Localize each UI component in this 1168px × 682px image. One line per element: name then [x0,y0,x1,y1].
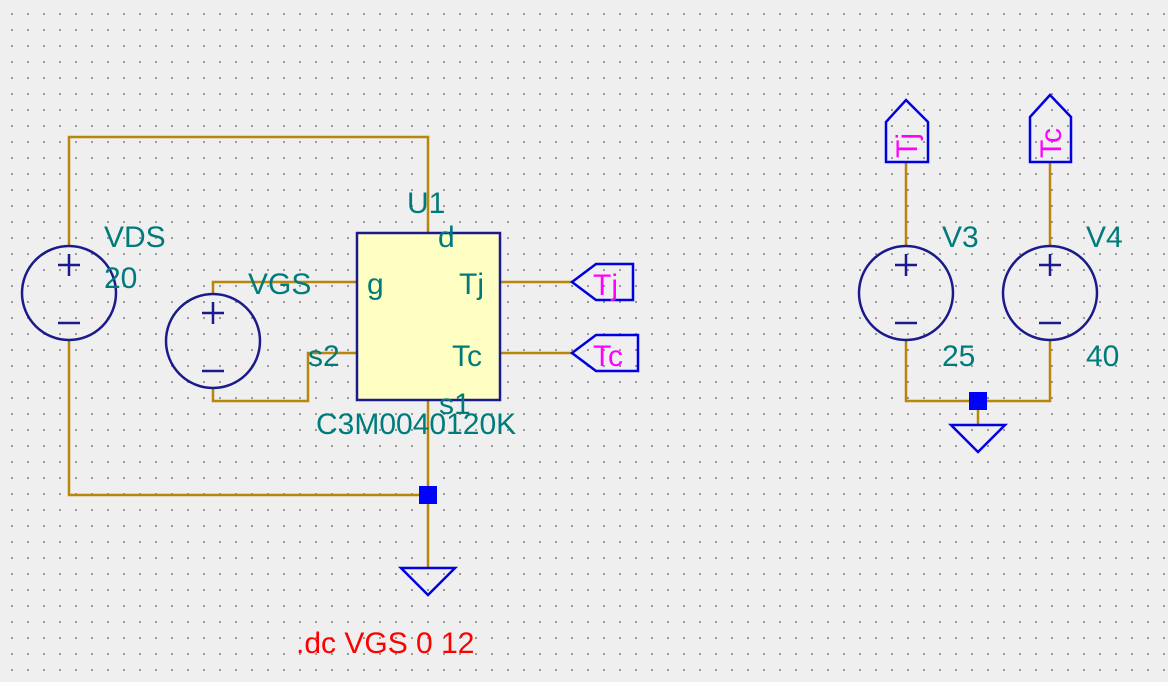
wire-vds-bottom-to-ground-node[interactable] [67,340,428,497]
ground-symbol-main[interactable] [397,566,459,597]
polarity-icon [1039,254,1061,325]
source-vds-name: VDS [104,221,166,254]
wire-vds-top-to-drain[interactable] [67,135,430,246]
junction-dot-main [419,486,437,504]
net-flag-tj-top[interactable]: Tj [884,98,930,164]
net-flag-tj-text: Tj [593,269,618,302]
wire-vgs-to-gate[interactable] [211,280,357,293]
pin-s1-label: s1 [439,388,471,421]
net-flag-tj-vertical-text: Tj [891,133,924,158]
pin-tc-label: Tc [452,340,482,373]
voltage-source-v3[interactable] [857,244,955,342]
mosfet-u1-body[interactable] [355,231,502,402]
ground-symbol-thermal[interactable] [947,423,1009,454]
pin-s2-label: s2 [308,340,340,373]
source-v4-value: 40 [1086,340,1119,373]
net-flag-tc-text: Tc [593,340,623,373]
net-flag-tj-right[interactable]: Tj [569,262,635,302]
pin-g-label: g [367,268,384,301]
voltage-source-vds[interactable] [20,244,118,342]
source-v3-name: V3 [942,221,979,254]
net-flag-tc-vertical-text: Tc [1035,128,1068,158]
net-flag-shape [569,333,640,373]
net-flag-tc-top[interactable]: Tc [1028,93,1073,164]
device-ref-label: U1 [407,187,445,220]
source-circle [164,292,262,390]
source-circle [20,244,118,342]
polarity-icon [202,302,224,373]
source-vgs-name: VGS [248,268,311,301]
wires [67,135,1052,568]
source-vds-value: 20 [104,262,137,295]
source-circle [1001,244,1099,342]
source-v4-name: V4 [1086,221,1123,254]
device-part-label: C3M0040120K [316,408,516,441]
voltage-source-vgs[interactable] [164,292,262,390]
polarity-icon [895,254,917,325]
spice-directive[interactable]: .dc VGS 0 12 [296,627,474,660]
source-v3-value: 25 [942,340,975,373]
net-flag-tc-right[interactable]: Tc [569,333,640,373]
source-circle [857,244,955,342]
voltage-source-v4[interactable] [1001,244,1099,342]
polarity-icon [58,254,80,325]
wire-vgs-to-s2[interactable] [211,351,357,403]
pin-tj-label: Tj [459,268,484,301]
junction-dot-thermal [969,392,987,410]
net-flag-shape [569,262,635,302]
net-flag-shape [884,98,930,164]
net-flag-shape [1028,93,1073,164]
wire-v3-v4-return[interactable] [904,340,1052,403]
pin-d-label: d [438,221,455,254]
